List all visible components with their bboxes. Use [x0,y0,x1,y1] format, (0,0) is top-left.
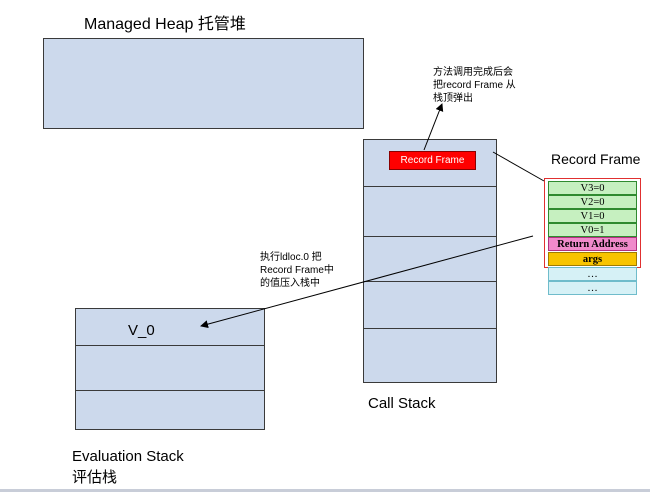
call-stack-divider [364,281,496,282]
evaluation-stack-title: Evaluation Stack 评估栈 [72,446,184,488]
pop-annotation-line: 栈顶弹出 [433,93,473,104]
evaluation-stack-top-value: V_0 [128,322,155,339]
record-frame-row-v1: V1=0 [548,209,637,223]
ldloc-arrow [200,235,534,329]
evaluation-stack-title-cn: 评估栈 [72,469,118,486]
ldloc-annotation-line: Record Frame中 [260,265,334,276]
call-stack-divider [364,328,496,329]
evaluation-stack-divider [76,390,264,391]
record-frame-row-args: args [548,252,637,266]
record-frame-row-return-address: Return Address [548,237,637,251]
record-frame-row-v2: V2=0 [548,195,637,209]
managed-heap-box [43,38,364,129]
record-frame-row-ellipsis: … [548,281,637,295]
managed-heap-title: Managed Heap 托管堆 [84,16,246,33]
bottom-edge [0,489,650,492]
record-frame-title: Record Frame [551,151,641,167]
call-stack-divider [364,236,496,237]
call-stack-box [363,139,497,383]
call-stack-record-frame: Record Frame [389,151,476,170]
record-frame-row-v0: V0=1 [548,223,637,237]
pop-annotation: 方法调用完成后会 把record Frame 从 栈顶弹出 [433,66,516,105]
record-frame-row-ellipsis: … [548,267,637,281]
pop-annotation-line: 把record Frame 从 [433,80,516,91]
call-stack-divider [364,186,496,187]
pop-annotation-line: 方法调用完成后会 [433,67,513,78]
evaluation-stack-divider [76,345,264,346]
record-frame-link [492,151,545,182]
evaluation-stack-box [75,308,265,430]
ldloc-annotation-line: 执行ldloc.0 把 [260,252,322,263]
record-frame-row-v3: V3=0 [548,181,637,195]
ldloc-annotation-line: 的值压入栈中 [260,278,320,289]
ldloc-annotation: 执行ldloc.0 把 Record Frame中 的值压入栈中 [260,251,334,290]
call-stack-title: Call Stack [368,395,436,412]
evaluation-stack-title-en: Evaluation Stack [72,448,184,465]
pop-arrow [423,103,444,151]
